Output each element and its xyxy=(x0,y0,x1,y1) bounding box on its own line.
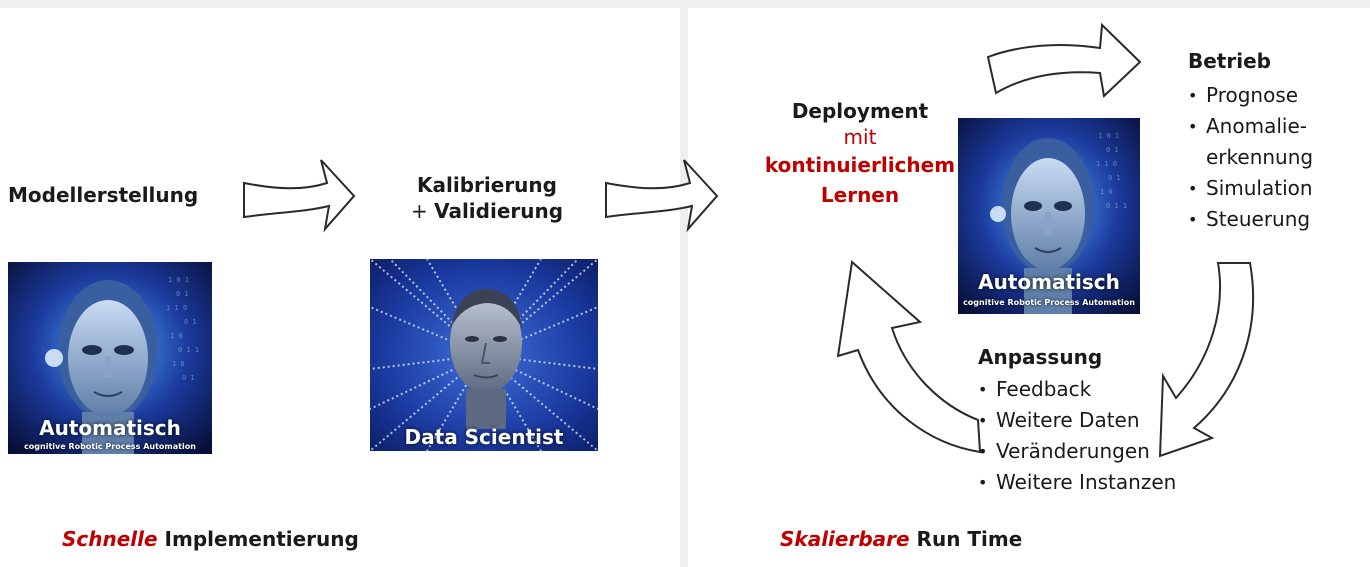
svg-text:0 1: 0 1 xyxy=(1108,174,1121,182)
deployment-mit: mit xyxy=(843,125,877,149)
betrieb-list-cont: Simulation Steuerung xyxy=(1188,173,1313,235)
svg-text:1 1 0: 1 1 0 xyxy=(1096,160,1117,168)
plus-sign: + xyxy=(410,199,435,223)
robot-runtime-subcaption: cognitive Robotic Process Automation xyxy=(963,298,1135,307)
anpassung-list: Feedback Weitere Daten Veränderungen Wei… xyxy=(978,374,1176,498)
list-item: Veränderungen xyxy=(978,436,1176,467)
step-calibration-line1: Kalibrierung xyxy=(417,173,557,197)
list-item: Steuerung xyxy=(1188,204,1313,235)
list-item: Weitere Instanzen xyxy=(978,467,1176,498)
svg-text:1 0 1: 1 0 1 xyxy=(168,276,189,284)
left-footer-emphasis: Schnelle xyxy=(62,527,158,551)
betrieb-title: Betrieb xyxy=(1188,49,1271,73)
left-footer-text: Implementierung xyxy=(157,527,359,551)
list-item: Feedback xyxy=(978,374,1176,405)
svg-text:0 1 1: 0 1 1 xyxy=(178,346,199,354)
svg-text:1 0 1: 1 0 1 xyxy=(1098,132,1119,140)
robot-illustration: 1 0 10 11 1 0 0 11 00 1 1 1 00 1 xyxy=(8,262,212,454)
betrieb-list: Prognose Anomalie- xyxy=(1188,80,1313,142)
data-scientist-caption: Data Scientist xyxy=(404,425,564,449)
svg-text:0 1: 0 1 xyxy=(176,290,189,298)
step-model-creation-title: Modellerstellung xyxy=(8,183,199,207)
svg-text:0 1 1: 0 1 1 xyxy=(1106,202,1127,210)
anpassung-block: Anpassung Feedback Weitere Daten Verände… xyxy=(978,344,1176,498)
data-scientist-image: Data Scientist xyxy=(370,259,598,451)
svg-text:1 0: 1 0 xyxy=(172,360,185,368)
deployment-title: Deployment xyxy=(791,99,929,123)
svg-text:1 0: 1 0 xyxy=(170,332,183,340)
robot-illustration-runtime: 1 0 1 0 1 1 1 0 0 1 1 0 0 1 1 xyxy=(958,118,1140,314)
robot-subcaption: cognitive Robotic Process Automation xyxy=(24,442,196,451)
anpassung-title: Anpassung xyxy=(978,345,1103,369)
list-item: Simulation xyxy=(1188,173,1313,204)
svg-text:1 1 0: 1 1 0 xyxy=(166,304,187,312)
deployment-line3: Lernen xyxy=(820,183,900,207)
step-calibration-title: Kalibrierung + Validierung xyxy=(392,172,582,224)
right-footer: Skalierbare Run Time xyxy=(780,526,1022,552)
list-item: Prognose xyxy=(1188,80,1313,111)
list-item: Weitere Daten xyxy=(978,405,1176,436)
deployment-block: Deployment mit kontinuierlichem Lernen xyxy=(760,98,960,210)
list-item: Anomalie- xyxy=(1188,111,1313,142)
right-footer-text: Run Time xyxy=(909,527,1023,551)
validation-label: Validierung xyxy=(434,199,564,223)
data-scientist-illustration xyxy=(370,259,598,451)
step-calibration-line2: + Validierung xyxy=(392,198,582,224)
robot-runtime-caption: Automatisch xyxy=(978,270,1120,294)
robot-image-runtime: 1 0 1 0 1 1 1 0 0 1 1 0 0 1 1 Automatisch co… xyxy=(958,118,1140,314)
list-item-continuation: erkennung xyxy=(1206,145,1314,169)
svg-text:1 0: 1 0 xyxy=(1100,188,1113,196)
left-footer: Schnelle Implementierung xyxy=(62,526,359,552)
svg-text:0 1: 0 1 xyxy=(184,318,197,326)
deployment-line2: kontinuierlichem xyxy=(764,153,956,177)
svg-text:0 1: 0 1 xyxy=(182,374,195,382)
robot-caption: Automatisch xyxy=(39,416,181,440)
betrieb-block: Betrieb Prognose Anomalie- erkennung Sim… xyxy=(1188,48,1313,235)
svg-text:0 1: 0 1 xyxy=(1106,146,1119,154)
right-footer-emphasis: Skalierbare xyxy=(780,527,910,551)
